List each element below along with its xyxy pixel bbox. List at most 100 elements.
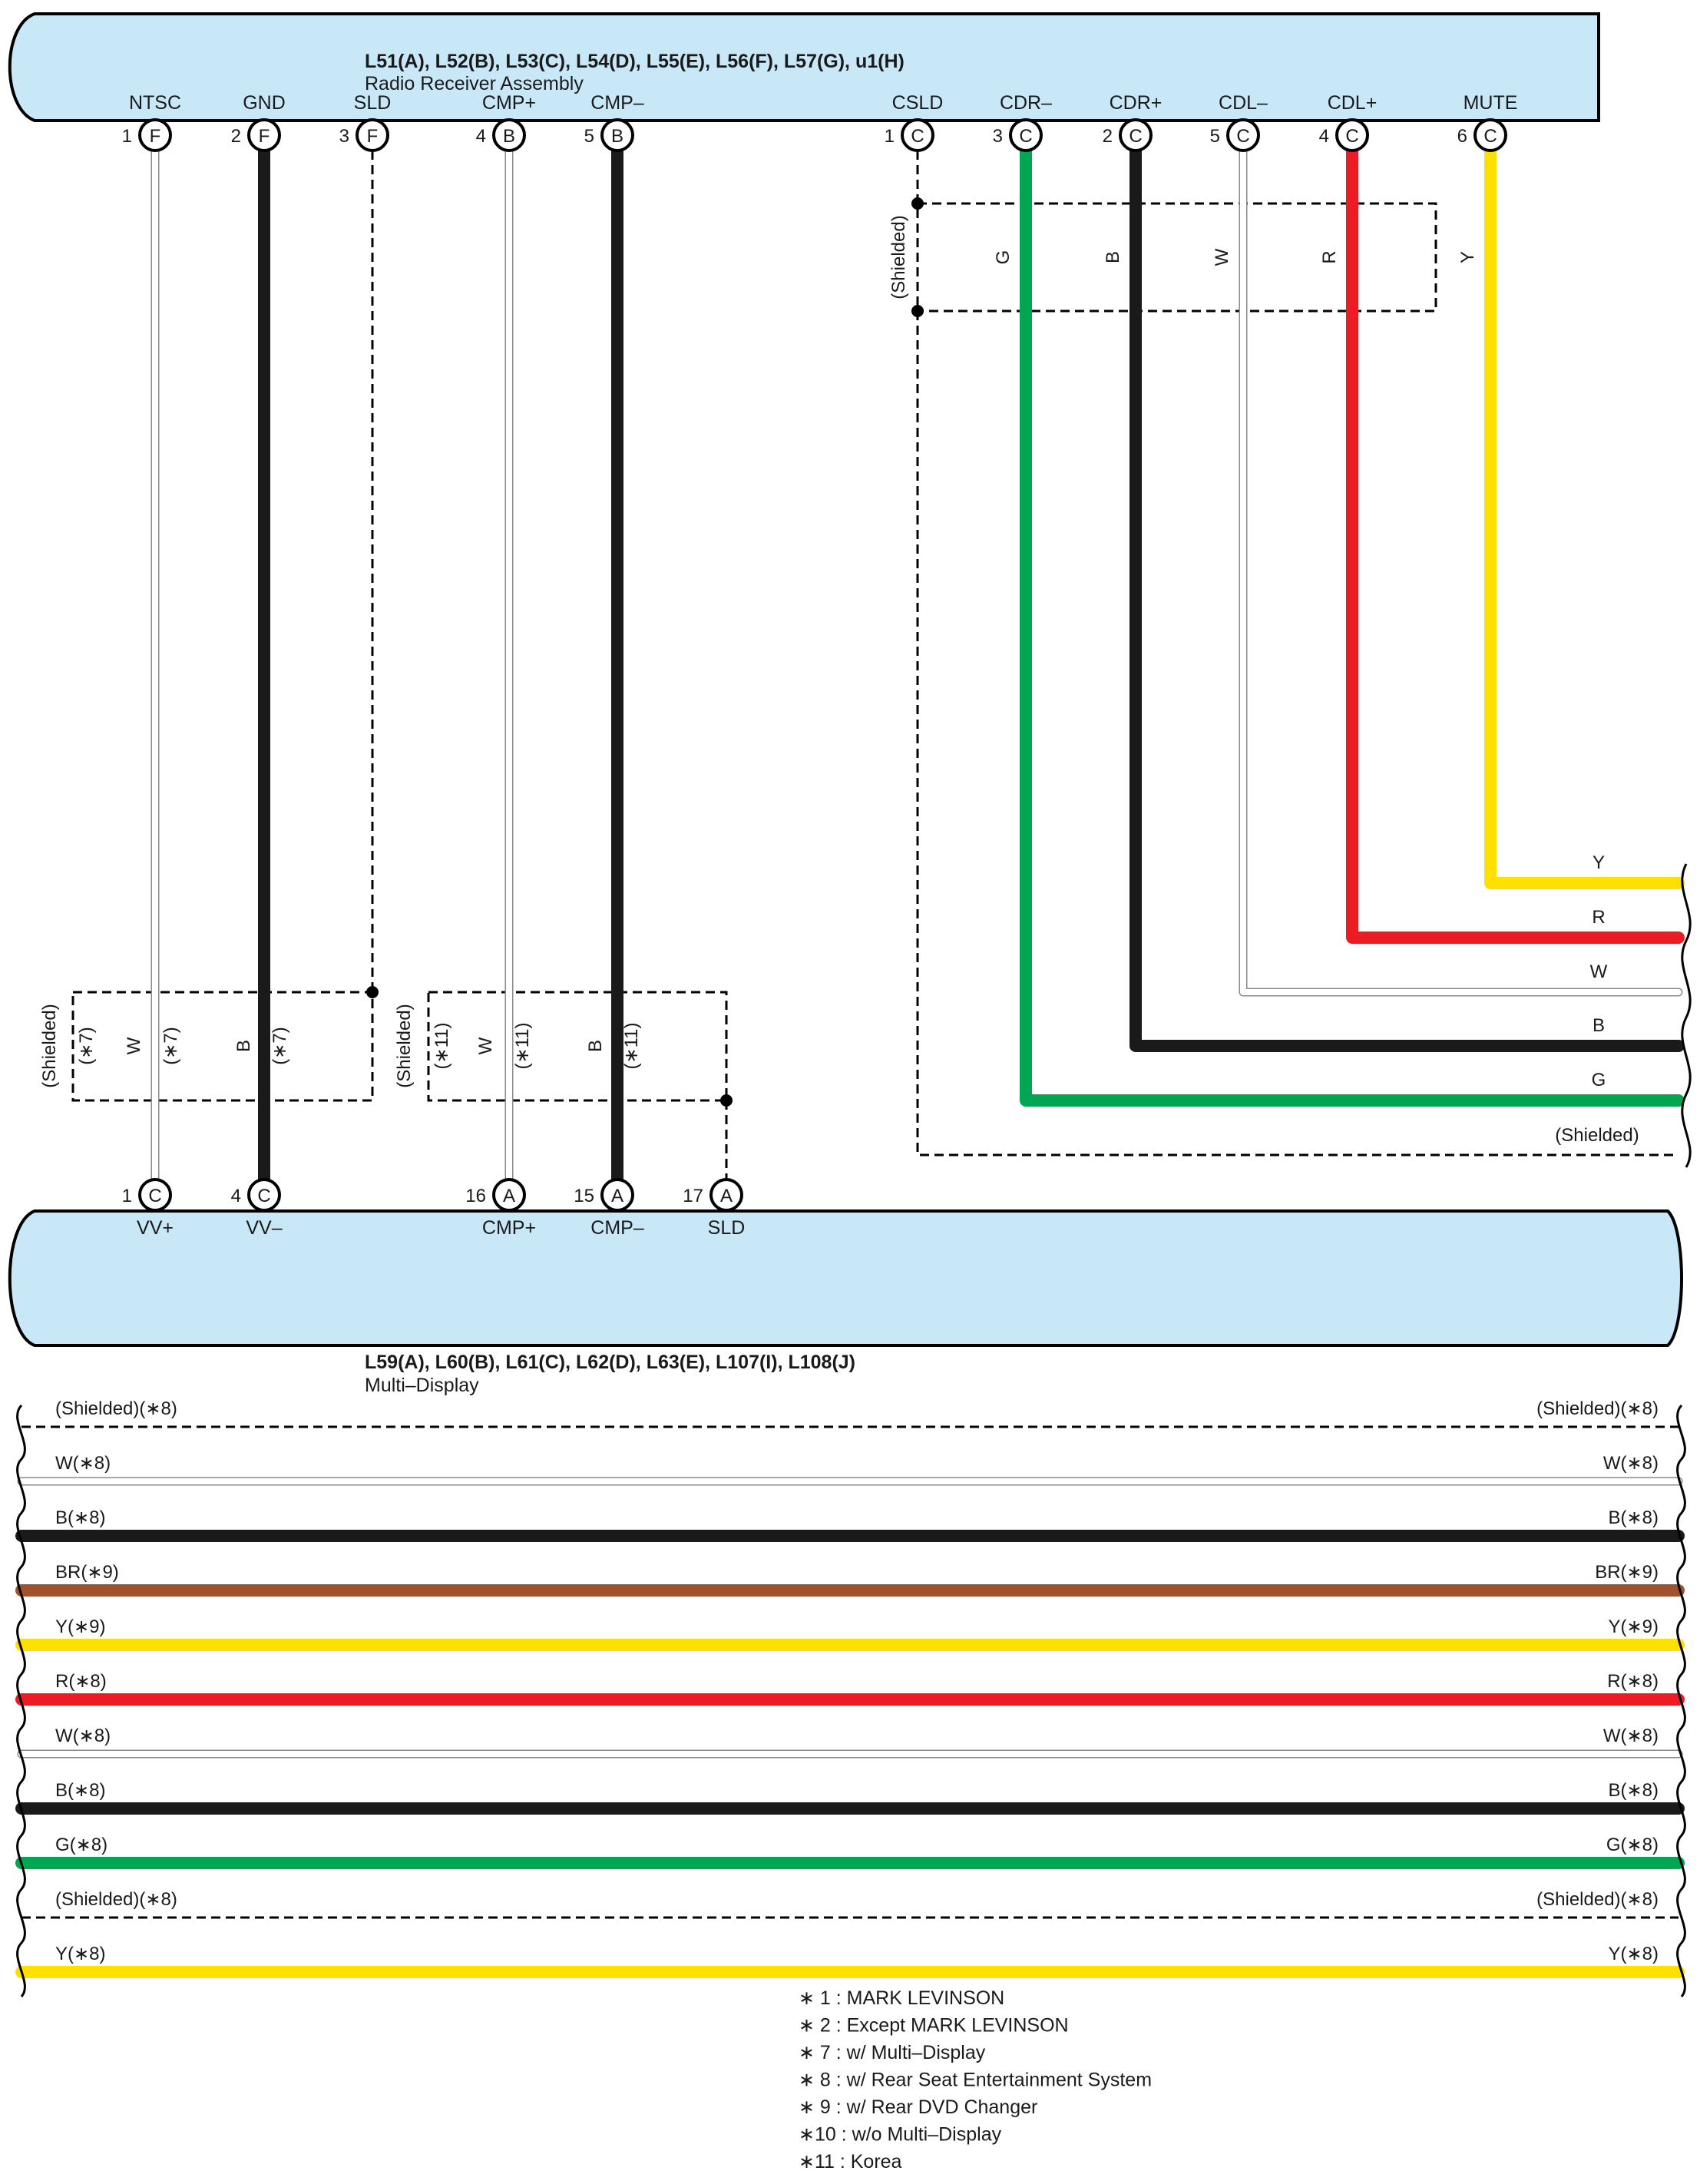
footnote: ∗11 : Korea — [799, 2151, 902, 2172]
bottom-pin-conn-letter: C — [148, 1186, 161, 1206]
top-pin-ring — [247, 118, 281, 152]
top-pin-label: NTSC — [129, 92, 181, 114]
top-pin-num: 5 — [1210, 126, 1220, 147]
wire-color-right: Y — [1457, 251, 1478, 263]
top-pin-conn-letter: B — [503, 126, 515, 147]
continuation-label-right: BR(∗9) — [1595, 1562, 1659, 1583]
continuation-label-right: B(∗8) — [1609, 1507, 1659, 1528]
shield-lines — [21, 151, 1679, 1919]
top-pin-ring — [901, 118, 934, 152]
continuation-label-right: (Shielded)(∗8) — [1536, 1398, 1659, 1419]
bottom-pin-ring — [492, 1178, 526, 1212]
top-pin-ring — [1009, 118, 1043, 152]
shield-label-left: (Shielded) — [39, 1004, 60, 1087]
top-pin-num: 4 — [476, 126, 486, 147]
footnote: ∗ 9 : w/ Rear DVD Changer — [799, 2096, 1037, 2118]
continuation-label-left: BR(∗9) — [55, 1562, 119, 1583]
top-pin-conn-letter: C — [1129, 126, 1142, 147]
top-pin-conn-letter: C — [1236, 126, 1249, 147]
shield-junction-right-bottom — [911, 305, 924, 317]
connector-bodies — [8, 12, 1683, 1347]
top-pin-ring — [1226, 118, 1260, 152]
continuation-label-right: W(∗8) — [1603, 1453, 1659, 1474]
top-pin-num: 1 — [122, 126, 132, 147]
continuation-label-right: R(∗8) — [1607, 1671, 1659, 1692]
wire-color-left-w: W — [124, 1037, 144, 1054]
footnote: ∗ 2 : Except MARK LEVINSON — [799, 2015, 1069, 2037]
footnote: ∗10 : w/o Multi–Display — [799, 2124, 1002, 2146]
top-pin-ring — [356, 118, 389, 152]
wire-note-mid-w: (∗11) — [512, 1022, 533, 1069]
top-pin-ring — [1119, 118, 1153, 152]
continuation-label-left: G(∗8) — [55, 1835, 107, 1855]
top-connector-body — [8, 12, 1600, 122]
top-pin-num: 5 — [584, 126, 594, 147]
top-pin-label: CDR+ — [1110, 92, 1163, 114]
footnote: ∗ 1 : MARK LEVINSON — [799, 1987, 1004, 2009]
continuation-label-left: W(∗8) — [55, 1453, 111, 1474]
continuation-label-left: B(∗8) — [55, 1780, 105, 1801]
bottom-pin-label: CMP+ — [482, 1217, 536, 1239]
top-pin-label: CDL+ — [1328, 92, 1378, 114]
wire-exit-label: Y — [1593, 852, 1605, 873]
wire-color-left-b: B — [233, 1040, 254, 1052]
top-pin-num: 3 — [993, 126, 1003, 147]
top-pin-num: 1 — [885, 126, 895, 147]
top-pin-label: GND — [243, 92, 286, 114]
top-pin-ring — [1335, 118, 1369, 152]
continuation-label-left: R(∗8) — [55, 1671, 107, 1692]
wire-mute-fill — [1484, 144, 1685, 889]
top-pin-conn-letter: B — [611, 126, 623, 147]
top-pin-ring — [1473, 118, 1507, 152]
top-connector-subtitle: Radio Receiver Assembly — [365, 73, 584, 94]
wire-cdl-minus-outline — [1239, 146, 1683, 997]
top-pin-label: MUTE — [1464, 92, 1518, 114]
bottom-pin-conn-letter: A — [720, 1186, 733, 1206]
wire-cdr-plus — [1129, 144, 1685, 1052]
continuation-label-right: G(∗8) — [1606, 1835, 1659, 1855]
footnote: ∗ 7 : w/ Multi–Display — [799, 2042, 986, 2063]
top-pin-ring — [138, 118, 172, 152]
wire-mute — [1484, 144, 1685, 889]
wire-note-left-b: (∗7) — [270, 1027, 290, 1064]
wire-color-right: W — [1212, 248, 1232, 266]
top-pin-conn-letter: F — [259, 126, 270, 147]
top-pin-label: CMP+ — [482, 92, 536, 114]
bottom-pin-num: 17 — [683, 1186, 703, 1206]
top-pin-ring — [492, 118, 526, 152]
wire-cdl-plus — [1346, 144, 1685, 944]
top-pin-conn-letter: C — [1019, 126, 1032, 147]
wire-csld-shield — [916, 151, 1679, 1157]
bottom-pin-ring — [600, 1178, 634, 1212]
top-pin-label: CDR– — [1000, 92, 1052, 114]
bottom-pin-conn-letter: A — [503, 1186, 515, 1206]
continuation-label-left: (Shielded)(∗8) — [55, 1398, 177, 1419]
top-pin-conn-letter: C — [1483, 126, 1497, 147]
bottom-pin-conn-letter: A — [611, 1186, 623, 1206]
shield-junction-right-top — [911, 197, 924, 210]
shield-box-mid — [427, 991, 728, 1102]
shield-note-left: (∗7) — [76, 1027, 97, 1064]
top-connector-title: L51(A), L52(B), L53(C), L54(D), L55(E), … — [365, 51, 905, 72]
wire-exit-label: B — [1593, 1015, 1605, 1036]
shield-label-right: (Shielded) — [888, 215, 909, 299]
shield-box-right — [918, 202, 1437, 313]
top-pin-num: 4 — [1319, 126, 1329, 147]
continuation-label-left: B(∗8) — [55, 1507, 105, 1528]
wire-exit-label: R — [1592, 907, 1605, 928]
wire-exit-label: G — [1592, 1070, 1606, 1090]
break-mark-left — [16, 1404, 26, 1997]
continuation-label-right: Y(∗9) — [1609, 1616, 1659, 1637]
wire-exit-label: W — [1590, 961, 1608, 982]
shield-box-left — [71, 991, 374, 1102]
bottom-pin-num: 16 — [465, 1186, 486, 1206]
top-pin-conn-letter: C — [911, 126, 924, 147]
top-pin-label: CMP– — [590, 92, 644, 114]
continuation-label-right: B(∗8) — [1609, 1780, 1659, 1801]
wire-color-mid-w: W — [475, 1037, 496, 1054]
wire-color-right: R — [1319, 250, 1340, 263]
top-pin-conn-letter: F — [150, 126, 161, 147]
continuation-label-left: Y(∗8) — [55, 1944, 105, 1964]
